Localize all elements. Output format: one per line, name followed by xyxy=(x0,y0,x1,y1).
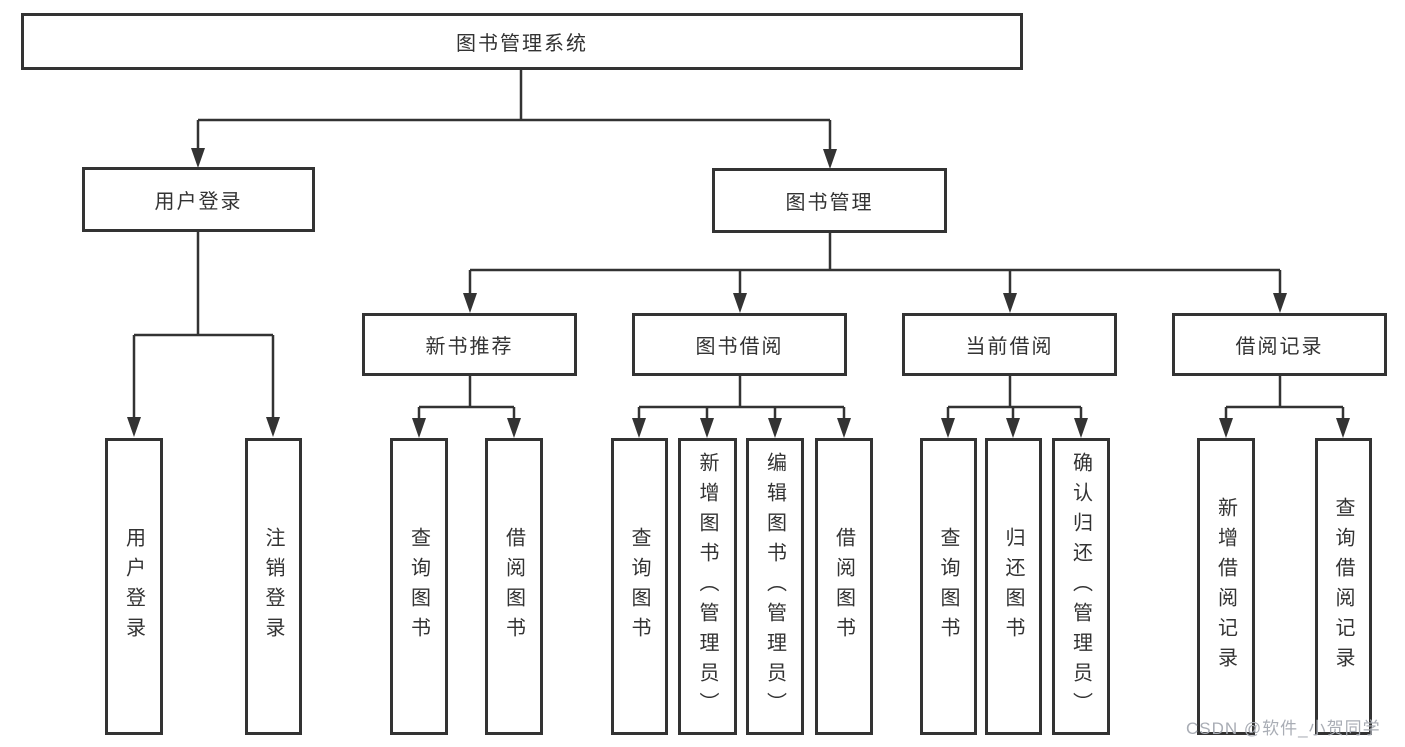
leaf-add-book-admin: 新增图书（管理员） xyxy=(678,438,737,735)
leaf-add-borrow-record: 新增借阅记录 xyxy=(1197,438,1255,735)
leaf-query-borrow-record: 查询借阅记录 xyxy=(1315,438,1372,735)
connector-book-management-to-level3 xyxy=(463,233,1287,313)
connector-root-to-level2 xyxy=(191,70,837,169)
leaf-logout: 注销登录 xyxy=(245,438,302,735)
connector-borrow-records-to-leaves xyxy=(1219,376,1350,438)
leaf-query-books-recommend: 查询图书 xyxy=(390,438,448,735)
leaf-query-books-current: 查询图书 xyxy=(920,438,977,735)
leaf-query-books-borrow: 查询图书 xyxy=(611,438,668,735)
connector-user-login-to-leaves xyxy=(127,232,280,437)
connector-book-borrow-to-leaves xyxy=(632,376,851,438)
node-current-borrow: 当前借阅 xyxy=(902,313,1117,376)
leaf-confirm-return-admin: 确认归还（管理员） xyxy=(1052,438,1110,735)
watermark: CSDN @软件_小贺同学 xyxy=(1186,719,1381,738)
node-book-management: 图书管理 xyxy=(712,168,947,233)
node-library-system: 图书管理系统 xyxy=(21,13,1023,70)
node-book-borrow: 图书借阅 xyxy=(632,313,847,376)
leaf-edit-book-admin: 编辑图书（管理员） xyxy=(746,438,804,735)
leaf-borrow-books: 借阅图书 xyxy=(815,438,873,735)
leaf-return-books: 归还图书 xyxy=(985,438,1042,735)
leaf-user-login: 用户登录 xyxy=(105,438,163,735)
leaf-borrow-books-recommend: 借阅图书 xyxy=(485,438,543,735)
node-new-book-recommend: 新书推荐 xyxy=(362,313,577,376)
connector-current-borrow-to-leaves xyxy=(941,376,1088,438)
node-user-login: 用户登录 xyxy=(82,167,315,232)
node-borrow-records: 借阅记录 xyxy=(1172,313,1387,376)
connector-new-book-recommend-to-leaves xyxy=(412,376,521,438)
